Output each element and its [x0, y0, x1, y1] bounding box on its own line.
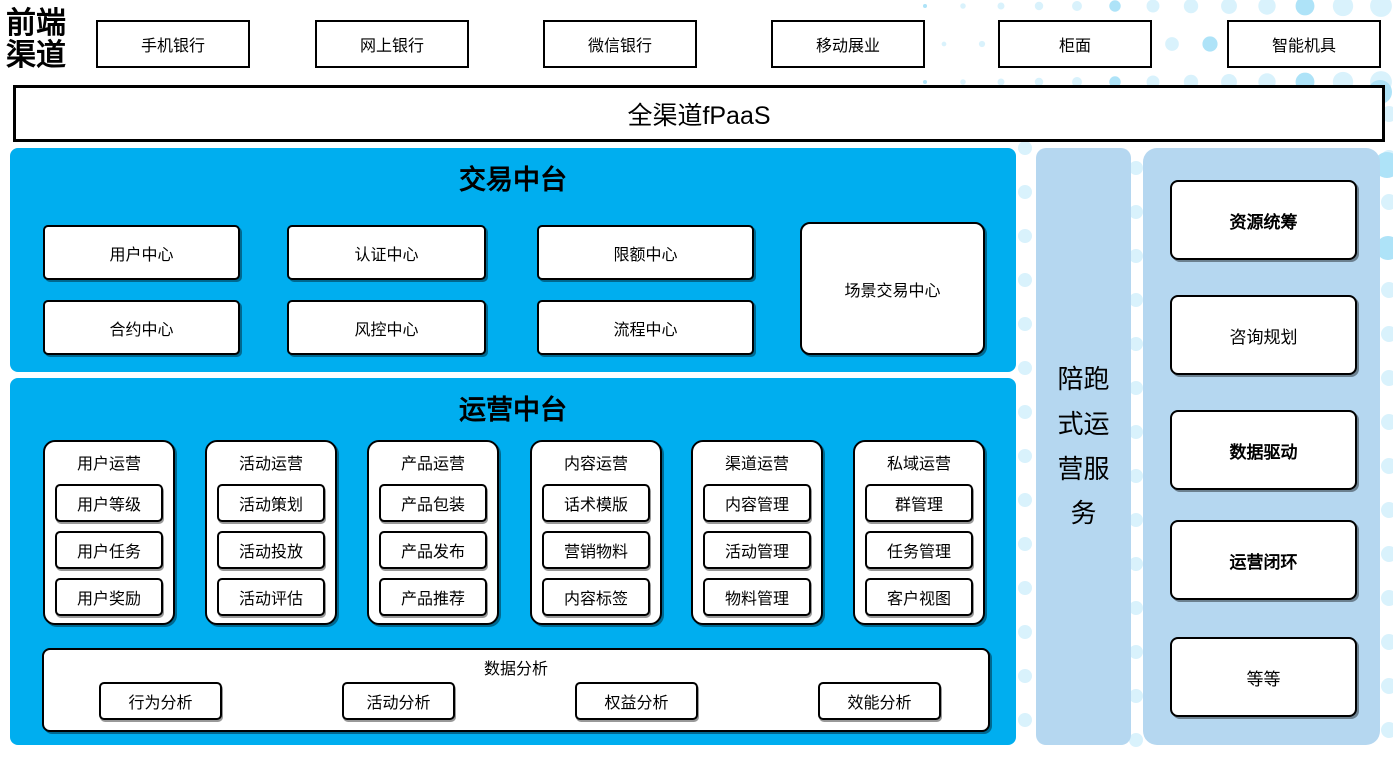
data-analysis-title: 数据分析	[483, 661, 548, 678]
op-column-product: 产品运营 产品包装 产品发布 产品推荐	[367, 440, 499, 625]
op-column-header: 内容运营	[563, 456, 628, 473]
channel-box-mobile-banking: 手机银行	[96, 20, 250, 68]
op-item: 产品发布	[379, 531, 487, 569]
right-panel-item-etc: 等等	[1170, 637, 1357, 717]
op-item: 用户等级	[55, 484, 163, 522]
op-column-activity: 活动运营 活动策划 活动投放 活动评估	[205, 440, 337, 625]
op-column-private-domain: 私域运营 群管理 任务管理 客户视图	[853, 440, 985, 625]
right-panel-item-closed-loop: 运营闭环	[1170, 520, 1357, 600]
node-limit-center: 限额中心	[537, 225, 754, 280]
right-panel-item-resource: 资源统筹	[1170, 180, 1357, 260]
op-item: 话术模版	[542, 484, 650, 522]
op-column-channel: 渠道运营 内容管理 活动管理 物料管理	[691, 440, 823, 625]
op-item: 任务管理	[865, 531, 973, 569]
right-panel-item-consulting: 咨询规划	[1170, 295, 1357, 375]
op-item: 活动投放	[217, 531, 325, 569]
node-process-center: 流程中心	[537, 300, 754, 355]
op-column-header: 私域运营	[886, 456, 951, 473]
op-column-header: 渠道运营	[724, 456, 789, 473]
op-item: 群管理	[865, 484, 973, 522]
data-analysis-container: 数据分析 行为分析 活动分析 权益分析 效能分析	[42, 648, 990, 732]
node-user-center: 用户中心	[43, 225, 240, 280]
op-item: 产品包装	[379, 484, 487, 522]
side-service-label: 陪跑式运营服务	[1057, 364, 1110, 529]
op-item: 内容标签	[542, 578, 650, 616]
op-item: 物料管理	[703, 578, 811, 616]
op-item: 用户奖励	[55, 578, 163, 616]
analysis-item-behavior: 行为分析	[99, 682, 222, 720]
channel-box-wechat-banking: 微信银行	[543, 20, 697, 68]
op-item: 产品推荐	[379, 578, 487, 616]
op-item: 内容管理	[703, 484, 811, 522]
fpaas-bar: 全渠道fPaaS	[13, 85, 1385, 142]
side-service-bar: 陪跑式运营服务	[1036, 148, 1131, 745]
analysis-item-efficiency: 效能分析	[818, 682, 941, 720]
op-item: 活动评估	[217, 578, 325, 616]
node-contract-center: 合约中心	[43, 300, 240, 355]
op-column-header: 产品运营	[400, 456, 465, 473]
right-panel: 资源统筹 咨询规划 数据驱动 运营闭环 等等	[1143, 148, 1380, 745]
op-item: 用户任务	[55, 531, 163, 569]
operations-platform-title: 运营中台	[459, 395, 567, 425]
channel-box-counter: 柜面	[998, 20, 1152, 68]
analysis-item-activity: 活动分析	[342, 682, 455, 720]
channel-box-smart-machine: 智能机具	[1227, 20, 1381, 68]
analysis-item-rights: 权益分析	[575, 682, 698, 720]
node-scenario-transaction-center: 场景交易中心	[800, 222, 985, 355]
right-panel-item-data-driven: 数据驱动	[1170, 410, 1357, 490]
op-column-content: 内容运营 话术模版 营销物料 内容标签	[530, 440, 662, 625]
operations-platform-block: 运营中台 用户运营 用户等级 用户任务 用户奖励 活动运营 活动策划 活动投放 …	[10, 378, 1016, 745]
op-item: 活动管理	[703, 531, 811, 569]
op-column-user: 用户运营 用户等级 用户任务 用户奖励	[43, 440, 175, 625]
node-auth-center: 认证中心	[287, 225, 486, 280]
op-item: 客户视图	[865, 578, 973, 616]
channel-box-mobile-marketing: 移动展业	[771, 20, 925, 68]
op-column-header: 活动运营	[238, 456, 303, 473]
op-column-header: 用户运营	[76, 456, 141, 473]
transaction-platform-block: 交易中台 用户中心 认证中心 限额中心 合约中心 风控中心 流程中心 场景交易中…	[10, 148, 1016, 372]
channel-box-online-banking: 网上银行	[315, 20, 469, 68]
frontend-channels-label: 前端渠道	[6, 7, 66, 73]
op-item: 营销物料	[542, 531, 650, 569]
node-risk-center: 风控中心	[287, 300, 486, 355]
op-item: 活动策划	[217, 484, 325, 522]
transaction-platform-title: 交易中台	[459, 165, 567, 195]
